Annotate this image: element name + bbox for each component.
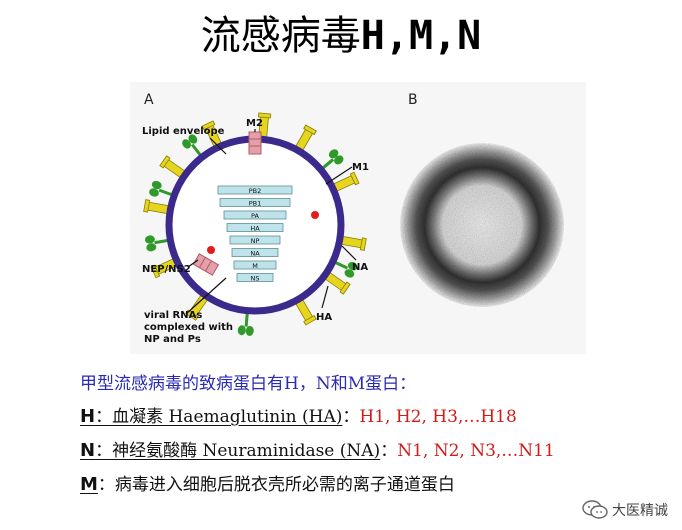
intro-line: 甲型流感病毒的致病蛋白有H，N和M蛋白： <box>80 374 417 394</box>
nep-dot <box>207 246 215 254</box>
m2-channel <box>248 131 262 155</box>
label-nep-ns2: NEP/NS2 <box>142 264 191 275</box>
rna-segment: M <box>233 260 277 270</box>
rna-segment-label: HA <box>250 225 260 233</box>
panel-b-label: B <box>408 92 418 108</box>
rna-segment: NA <box>231 248 279 258</box>
h-separator: ： <box>342 407 360 427</box>
na-spike <box>144 235 173 252</box>
rna-segment-label: NS <box>251 275 260 283</box>
na-spike <box>330 259 358 278</box>
h-key: H <box>80 406 96 427</box>
rna-segment: HA <box>226 223 284 233</box>
h-name: ：血凝素 Haemaglutinin (HA) <box>95 407 343 427</box>
label-m1: M1 <box>352 162 369 173</box>
n-line: N：神经氨酸酶 Neuraminidase (NA)：N1, N2, N3,…N… <box>80 434 660 468</box>
rna-segment: NP <box>229 235 281 245</box>
label-lipid-envelope: Lipid envelope <box>142 126 225 137</box>
label-ha: HA <box>316 312 332 323</box>
watermark: 大医精诚 <box>582 500 668 520</box>
h-line: H：血凝素 Haemaglutinin (HA)：H1, H2, H3,…H18 <box>80 400 660 434</box>
n-name: ：神经氨酸酶 Neuraminidase (NA) <box>95 441 381 461</box>
h-subtypes: H1, H2, H3,…H18 <box>359 407 517 427</box>
n-separator: ： <box>380 441 398 461</box>
nep-channel <box>192 253 220 276</box>
title-latin: H,M,N <box>360 13 482 59</box>
rna-segment-label: PB2 <box>249 187 262 195</box>
rna-segment-label: M <box>252 262 258 270</box>
rna-segment-label: PB1 <box>249 200 262 208</box>
m1-dot <box>311 211 319 219</box>
n-key: N <box>80 440 96 461</box>
label-viral-rnas-3: NP and Ps <box>144 334 201 345</box>
rna-segment: NS <box>236 273 274 283</box>
label-viral-rnas-2: complexed with <box>144 322 233 333</box>
rna-segment: PB2 <box>217 185 293 195</box>
ha-spike <box>143 199 174 215</box>
leader-lines <box>185 129 357 315</box>
surface-spikes <box>143 112 367 336</box>
panel-a-label: A <box>144 92 154 108</box>
n-definition: N：神经氨酸酶 Neuraminidase (NA) <box>80 440 381 461</box>
text-block: 甲型流感病毒的致病蛋白有H，N和M蛋白： H：血凝素 Haemaglutinin… <box>80 368 660 502</box>
ha-spike <box>336 235 367 251</box>
h-definition: H：血凝素 Haemaglutinin (HA) <box>80 406 343 427</box>
label-m2: M2 <box>246 118 263 129</box>
electron-micrograph <box>400 143 564 307</box>
rna-segment-label: NP <box>251 237 260 245</box>
rna-segment: PA <box>223 210 287 220</box>
label-na: NA <box>352 262 368 273</box>
m-line: M：病毒进入细胞后脱衣壳所必需的离子通道蛋白 <box>80 468 660 502</box>
wechat-icon <box>582 500 608 519</box>
watermark-text: 大医精诚 <box>612 503 668 519</box>
m-key: M <box>80 474 98 495</box>
page-title: 流感病毒H,M,N <box>0 10 682 62</box>
rna-segment-label: PA <box>251 212 260 220</box>
rna-segment: PB1 <box>219 198 291 208</box>
rna-segment-label: NA <box>250 250 260 258</box>
n-subtypes: N1, N2, N3,…N11 <box>397 441 555 461</box>
title-cjk: 流感病毒 <box>200 13 361 59</box>
m-name: ：病毒进入细胞后脱衣壳所必需的离子通道蛋白 <box>97 475 455 495</box>
label-viral-rnas-1: viral RNAs <box>144 310 202 321</box>
